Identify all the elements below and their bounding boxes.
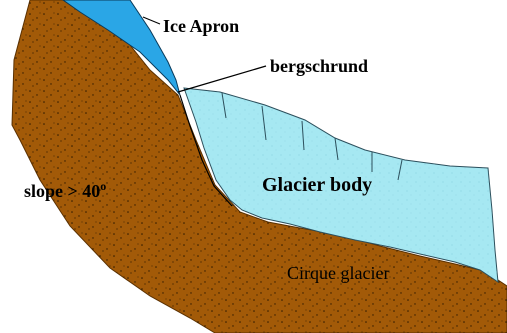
- ice-apron-label: Ice Apron: [163, 16, 239, 36]
- bergschrund-label: bergschrund: [270, 56, 368, 76]
- cirque-glacier-label: Cirque glacier: [287, 263, 389, 283]
- bergschrund-pointer: [178, 66, 266, 92]
- slope-degree: o: [100, 179, 106, 193]
- slope-text: slope > 40: [24, 181, 100, 201]
- glacier-body-label: Glacier body: [262, 174, 372, 196]
- slope-label: slope > 40o: [24, 179, 106, 201]
